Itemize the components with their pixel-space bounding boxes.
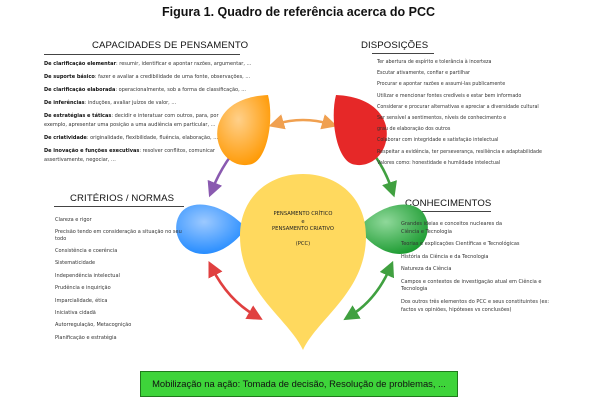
disposicoes-list: Ter abertura de espírito e tolerância à …	[377, 57, 562, 169]
criterios-rule	[54, 206, 184, 207]
list-item: Consistência e coerência	[55, 247, 118, 254]
list-item: Escutar ativamente, confiar e partilhar	[377, 71, 471, 77]
list-item: Ser sensível a sentimentos, níveis de co…	[377, 115, 507, 121]
center-line3: PENSAMENTO CRIATIVO	[272, 226, 334, 233]
list-item: De suporte básico: fazer e avaliar a cre…	[44, 74, 251, 81]
list-item: Prudência e inquirição	[55, 285, 111, 292]
list-item-continuation: assertivamente, negociar, ...	[44, 156, 116, 163]
disposicoes-title: DISPOSIÇÕES	[361, 40, 429, 51]
list-item: Considerar e procurar alternativas e apr…	[377, 104, 539, 110]
center-line4: (PCC)	[295, 240, 311, 247]
list-item: Precisão tendo em consideração a situaçã…	[55, 228, 182, 243]
conhecimentos-title: CONHECIMENTOS	[405, 198, 492, 209]
orange-drop-shape	[217, 95, 271, 166]
criterios-title: CRITÉRIOS / NORMAS	[70, 193, 175, 204]
mobilizacao-box: Mobilização na ação: Tomada de decisão, …	[140, 371, 458, 397]
list-item: História da Ciência e da Tecnologia	[401, 253, 489, 260]
list-item: Dos outros três elementos do PCC e seus …	[401, 298, 550, 313]
center-line2: e	[301, 218, 305, 225]
list-item-continuation: exemplo, apresentar uma posição a uma au…	[44, 122, 216, 129]
list-item: Imparcialidade, ética	[55, 297, 108, 304]
list-item: Respeitar a evidência, ter perseverança,…	[377, 149, 542, 155]
criterios-list: Clareza e rigor Precisão tendo em consid…	[55, 214, 185, 345]
list-item: Procurar e apontar razões e assumi-las p…	[377, 82, 506, 88]
disposicoes-rule	[372, 53, 434, 54]
arrow-orange-top	[268, 114, 338, 130]
list-item: Colaborar com integridade e satisfação i…	[377, 138, 499, 144]
capacidades-title: CAPACIDADES DE PENSAMENTO	[92, 40, 249, 51]
list-item: De clarificação elaborada: operacionalme…	[44, 87, 247, 94]
conhecimentos-list: Grandes ideias e conceitos nucleares da …	[401, 221, 576, 319]
list-item: Teorias e explicações Científicas e Tecn…	[401, 241, 520, 248]
figure-title: Figura 1. Quadro de referência acerca do…	[161, 5, 435, 19]
center-label: PENSAMENTO CRÍTICO e PENSAMENTO CRIATIVO…	[248, 211, 358, 248]
list-item: Autorregulação, Metacognição	[55, 322, 132, 329]
list-item: De estratégias e táticas: decidir e inte…	[44, 113, 219, 120]
list-item: Clareza e rigor	[55, 216, 92, 223]
list-item: Ter abertura de espírito e tolerância à …	[377, 60, 492, 65]
list-item: Grandes ideias e conceitos nucleares da …	[401, 221, 503, 235]
blue-drop-shape	[176, 204, 246, 254]
list-item: Campos e contextos de investigação atual…	[401, 278, 542, 293]
arrow-green-right-lower	[343, 260, 395, 321]
list-item: De inferências: induções, avaliar juízos…	[44, 100, 177, 107]
list-item: Iniciativa cidadã	[55, 309, 96, 316]
list-item: Valores como: honestidade e humildade in…	[377, 160, 501, 166]
list-item: Utilizar e mencionar fontes credíveis e …	[377, 93, 522, 99]
list-item: De criatividade: originalidade, flexibil…	[44, 135, 218, 142]
list-item: grau de elaboração dos outros	[377, 127, 451, 133]
list-item: De clarificação elementar: resumir, iden…	[44, 61, 252, 67]
center-drop-shape	[240, 174, 366, 350]
list-item: De inovação e funções executivas: resolv…	[44, 148, 215, 155]
list-item: Natureza da Ciência	[401, 266, 452, 273]
conhecimentos-rule	[403, 211, 491, 212]
list-item: Independência intelectual	[55, 272, 120, 279]
capacidades-rule	[44, 54, 240, 55]
list-item: Sistematicidade	[55, 260, 96, 267]
red-drop-shape	[333, 95, 387, 166]
arrow-red-left	[208, 261, 263, 320]
list-item: Planificação e estratégia	[55, 334, 117, 341]
green-drop-shape	[358, 204, 428, 254]
capacidades-list: De clarificação elementar: resumir, iden…	[44, 60, 254, 165]
center-line1: PENSAMENTO CRÍTICO	[273, 211, 333, 217]
